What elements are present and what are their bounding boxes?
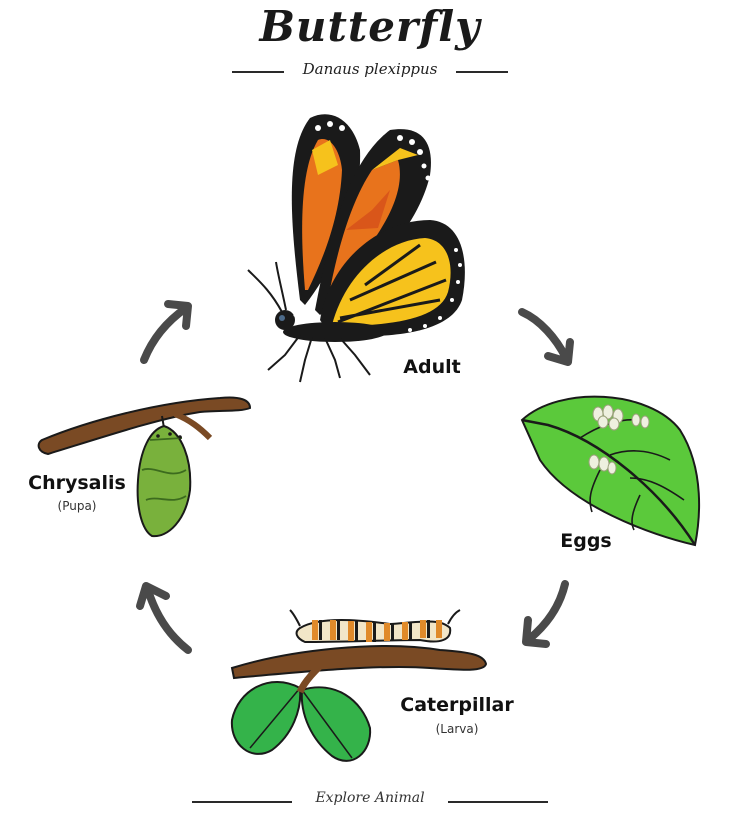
stage-label-caterpillar: Caterpillar <box>400 694 514 716</box>
stage-label-chrysalis: Chrysalis <box>28 472 126 494</box>
subtitle-row: Danaus plexippus <box>0 60 740 84</box>
cycle-arrows <box>136 300 574 654</box>
caterpillar-on-branch-illustration <box>230 609 488 762</box>
subtitle-rule-left <box>232 71 284 73</box>
footer-rule-right <box>448 801 548 803</box>
species-subtitle: Danaus plexippus <box>302 60 438 78</box>
arrow-eggs-to-caterpillar <box>522 580 569 648</box>
adult-butterfly-illustration <box>247 114 465 383</box>
subtitle-rule-right <box>456 71 508 73</box>
footer-credit: Explore Animal <box>315 790 425 806</box>
footer-row: Explore Animal <box>0 790 740 814</box>
stage-sublabel-caterpillar: (Larva) <box>435 722 479 736</box>
stage-sublabel-chrysalis: (Pupa) <box>57 499 97 513</box>
footer-rule-left <box>192 801 292 803</box>
arrow-chrysalis-to-adult <box>140 300 192 364</box>
arrow-adult-to-eggs <box>518 308 574 366</box>
page-title: Butterfly <box>259 2 481 51</box>
arrow-caterpillar-to-chrysalis <box>136 582 192 654</box>
chrysalis-on-branch-illustration <box>37 396 252 538</box>
stage-label-eggs: Eggs <box>560 530 612 552</box>
eggs-on-leaf-illustration <box>520 395 701 547</box>
stage-label-adult: Adult <box>403 356 461 378</box>
